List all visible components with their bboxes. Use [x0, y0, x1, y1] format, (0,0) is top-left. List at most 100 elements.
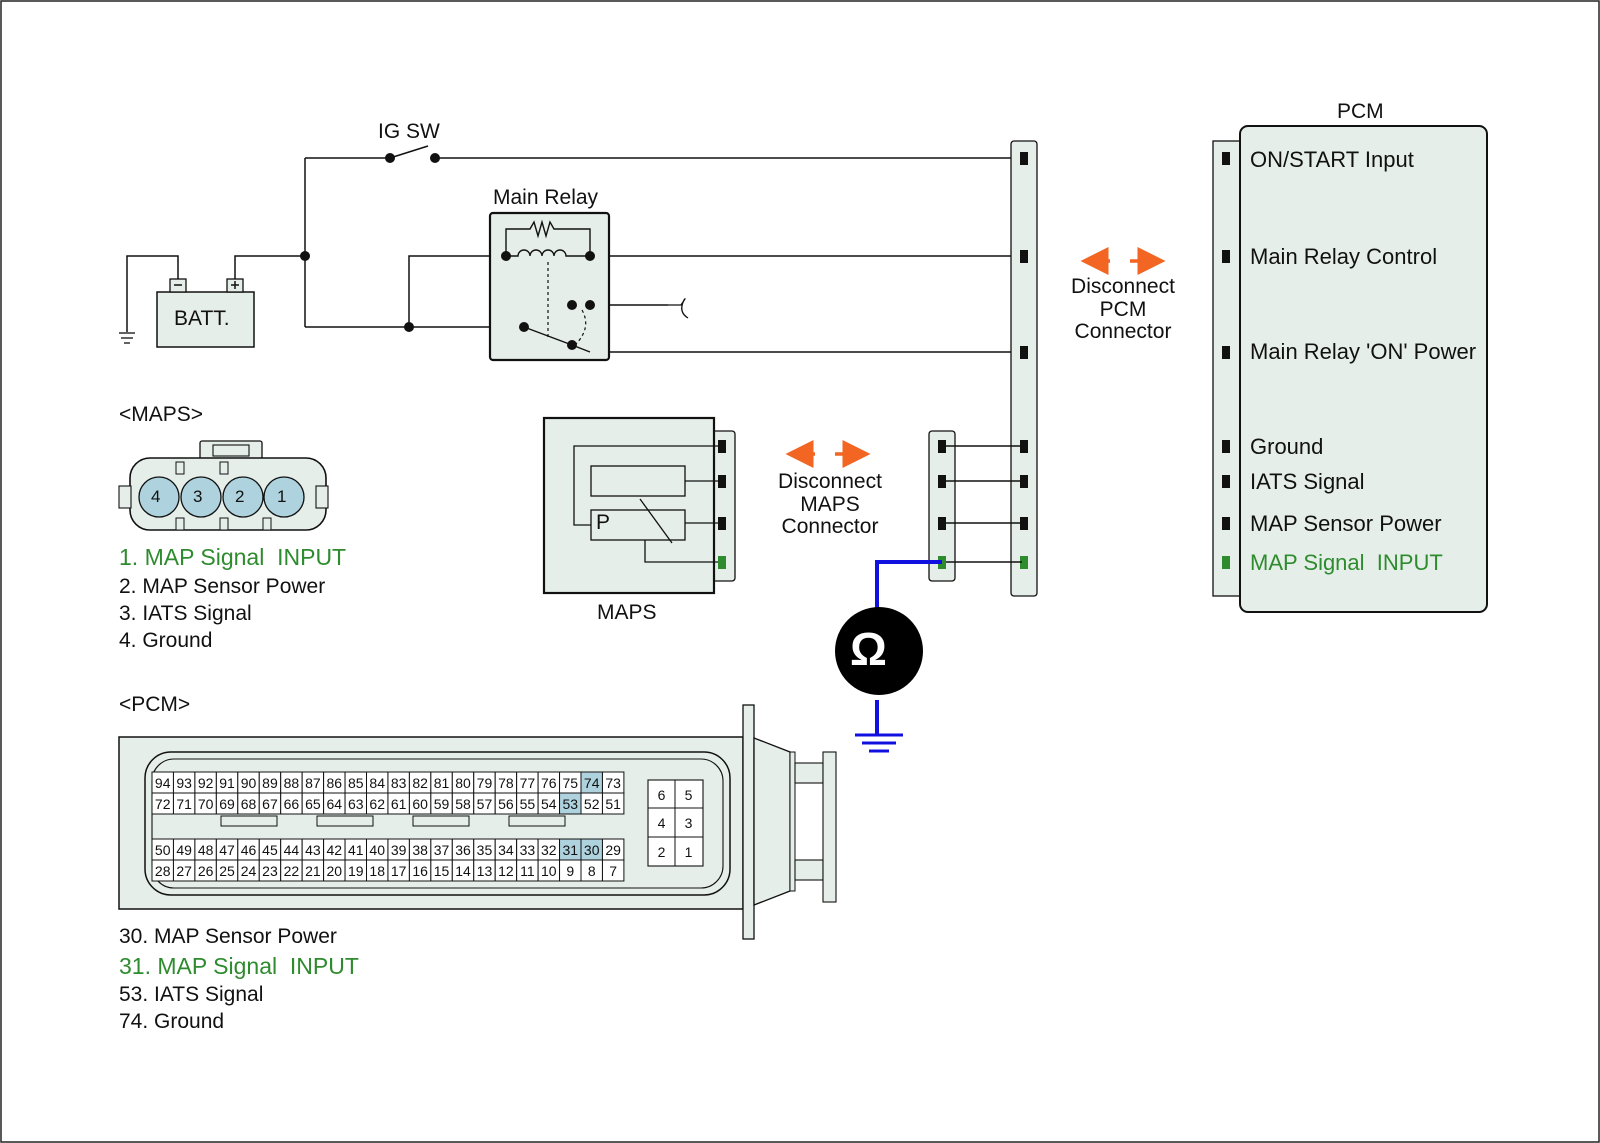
pcm-pin-number: 49 — [176, 842, 192, 858]
pcm-pin-number: 43 — [305, 842, 321, 858]
pcm-pin-number: 57 — [476, 796, 493, 812]
pcm-pin-number: 47 — [219, 842, 235, 858]
battery-ground-icon — [119, 332, 135, 344]
ig-sw-contact — [430, 153, 440, 163]
pcm-pin-number: 25 — [219, 863, 235, 879]
pcm-pin-number: 63 — [347, 796, 364, 812]
pcm-small-pin-number: 3 — [684, 815, 693, 831]
maps-pin-4: 4 — [151, 487, 161, 506]
pcm-pin-number: 21 — [305, 863, 321, 879]
pcm-pin-number: 9 — [566, 863, 575, 879]
maps-sensor — [542, 416, 736, 595]
pcm-pin-number: 75 — [562, 775, 579, 791]
pcm-harness-pins — [1020, 152, 1028, 530]
pcm-pin-number: 40 — [369, 842, 385, 858]
pcm-pin-number: 87 — [305, 775, 321, 791]
pcm-pin-number: 19 — [347, 863, 364, 879]
pcm-pin-cell — [601, 792, 625, 815]
pcm-pin-main-relay-on-power: Main Relay 'ON' Power — [1250, 339, 1477, 364]
maps-legend-3: 3. IATS Signal — [119, 602, 252, 625]
pcm-pin-number: 22 — [283, 863, 300, 879]
pcm-pin-number: 45 — [262, 842, 278, 858]
pcm-pin-number: 82 — [412, 775, 428, 791]
pcm-pin-number: 34 — [498, 842, 514, 858]
pcm-pin-number: 61 — [390, 796, 407, 812]
pcm-pin-number: 50 — [154, 842, 171, 858]
pcm-pin-map-sensor-power: MAP Sensor Power — [1250, 511, 1442, 536]
pcm-pin-number: 48 — [197, 842, 214, 858]
pcm-small-pin-number: 2 — [657, 844, 666, 860]
pcm-pin-main-relay-control: Main Relay Control — [1250, 244, 1438, 269]
pcm-legend-31: 31. MAP Signal INPUT — [119, 953, 359, 979]
maps-harness-connector — [928, 430, 956, 582]
pcm-pin-number: 84 — [369, 775, 385, 791]
pcm-pin-number: 88 — [283, 775, 300, 791]
pcm-pin-number: 52 — [583, 796, 600, 812]
pcm-pin-number: 91 — [219, 775, 235, 791]
pcm-pin-number: 83 — [390, 775, 407, 791]
pcm-pin-number: 77 — [519, 775, 536, 791]
ohmmeter — [835, 560, 942, 753]
maps-connector-picture — [118, 440, 329, 531]
pcm-pin-number: 54 — [541, 796, 557, 812]
pcm-pin-number: 59 — [433, 796, 450, 812]
pcm-connector-picture — [118, 704, 837, 940]
pcm-pin-number: 35 — [476, 842, 493, 858]
pcm-pin-number: 33 — [519, 842, 536, 858]
battery — [156, 278, 255, 348]
pcm-pin-map-signal-input: MAP Signal INPUT — [1250, 550, 1443, 575]
pcm-pin-number: 30 — [583, 842, 600, 858]
pcm-pin-number: 31 — [562, 842, 579, 858]
pcm-pin-number: 94 — [154, 775, 171, 791]
pcm-small-pin-number: 5 — [684, 787, 693, 803]
pcm-legend-30: 30. MAP Sensor Power — [119, 925, 337, 948]
ohm-icon: Ω — [850, 623, 887, 675]
pcm-pin-number: 26 — [197, 863, 214, 879]
wire-break-icon — [668, 298, 689, 319]
pcm-pin-number: 65 — [305, 796, 321, 812]
main-relay-label: Main Relay — [493, 186, 599, 209]
harness-wires — [942, 445, 1022, 563]
maps-box-label: MAPS — [597, 601, 657, 624]
pcm-pin-number: 51 — [605, 796, 621, 812]
pcm-small-pin-number: 6 — [657, 787, 666, 803]
pcm-pin-number: 70 — [197, 796, 214, 812]
pcm-pin-number: 85 — [347, 775, 364, 791]
pcm-pin-number: 58 — [455, 796, 471, 812]
pcm-unit — [1212, 125, 1488, 613]
maps-pin-1: 1 — [277, 487, 287, 506]
pcm-pin-number: 68 — [240, 796, 257, 812]
maps-legend-1: 1. MAP Signal INPUT — [119, 544, 347, 570]
ig-sw-label: IG SW — [378, 120, 440, 143]
maps-harness-pins — [938, 440, 946, 530]
pcm-pin-number: 72 — [154, 796, 171, 812]
pcm-pin-number: 78 — [498, 775, 514, 791]
battery-label: BATT. — [174, 307, 230, 330]
pcm-legend-74: 74. Ground — [119, 1010, 225, 1033]
pcm-pin-number: 39 — [390, 842, 407, 858]
maps-section-title: <MAPS> — [119, 403, 204, 426]
pcm-small-pin-number: 4 — [657, 815, 666, 831]
pcm-pin-grid — [151, 771, 625, 882]
pcm-pin-number: 20 — [326, 863, 343, 879]
pcm-pin-number: 17 — [390, 863, 407, 879]
pcm-pin-number: 92 — [197, 775, 214, 791]
pcm-pin-number: 89 — [262, 775, 278, 791]
pcm-pin-ground: Ground — [1250, 434, 1324, 459]
pcm-pin-number: 66 — [283, 796, 300, 812]
maps-legend-2: 2. MAP Sensor Power — [119, 575, 326, 598]
disconnect-pcm-label: Disconnect PCM Connector — [1071, 275, 1175, 344]
pcm-pin-number: 42 — [326, 842, 343, 858]
pcm-pin-number: 10 — [541, 863, 557, 879]
pcm-pin-number: 80 — [455, 775, 471, 791]
pcm-legend-53: 53. IATS Signal — [119, 983, 264, 1006]
pcm-pin-number: 29 — [605, 842, 621, 858]
pcm-pin-number: 86 — [326, 775, 343, 791]
pcm-harness-pin-signal — [1020, 556, 1028, 569]
pcm-pin-number: 67 — [262, 796, 278, 812]
pcm-pin-number: 90 — [240, 775, 257, 791]
pcm-pin-number: 74 — [583, 775, 600, 791]
pcm-pin-number: 27 — [176, 863, 192, 879]
